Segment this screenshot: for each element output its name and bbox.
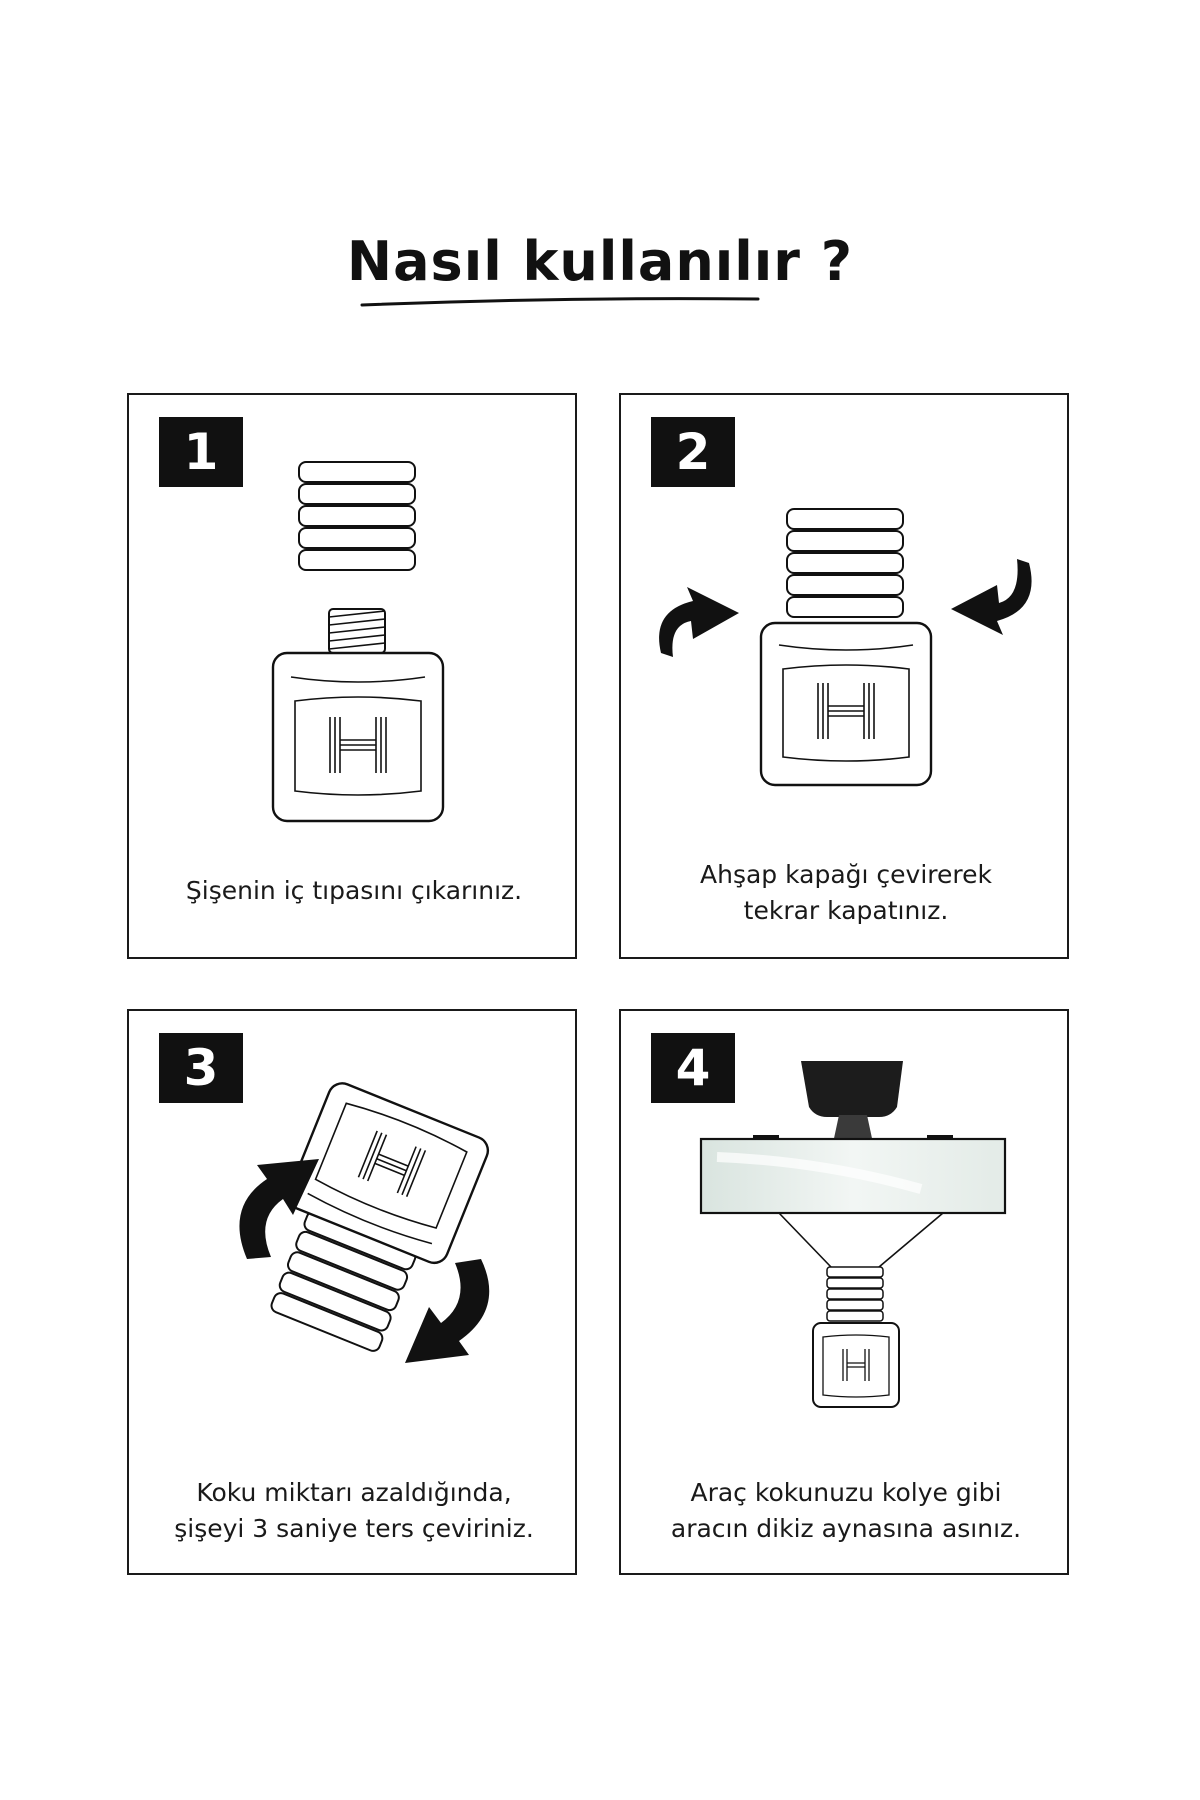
wooden-cap-icon bbox=[270, 1210, 417, 1352]
step-4-caption: Araç kokunuzu kolye gibi aracın dikiz ay… bbox=[621, 1475, 1071, 1547]
curved-arrow-icon bbox=[405, 1259, 490, 1363]
rearview-mirror-icon bbox=[699, 1061, 1007, 1215]
perfume-bottle-icon bbox=[270, 1082, 490, 1352]
curved-arrow-icon bbox=[239, 1159, 319, 1259]
step-panel-4: 4 bbox=[619, 1009, 1069, 1575]
step-1-illustration bbox=[271, 461, 445, 823]
caption-line: Şişenin iç tıpasını çıkarınız. bbox=[185, 876, 523, 905]
title-underline bbox=[360, 297, 760, 307]
step-2-caption: Ahşap kapağı çevirerek tekrar kapatınız. bbox=[621, 857, 1071, 929]
step-3-caption: Koku miktarı azaldığında, şişeyi 3 saniy… bbox=[129, 1475, 579, 1547]
step-panel-3: 3 bbox=[127, 1009, 577, 1575]
step-panel-2: 2 bbox=[619, 393, 1069, 959]
caption-line: Araç kokunuzu kolye gibi bbox=[690, 1478, 1002, 1507]
page-title: Nasıl kullanılır ? bbox=[346, 230, 854, 293]
caption-line: Ahşap kapağı çevirerek bbox=[700, 860, 992, 889]
step-number-badge: 2 bbox=[651, 417, 735, 487]
perfume-bottle-icon bbox=[759, 621, 933, 787]
caption-line: aracın dikiz aynasına asınız. bbox=[670, 1514, 1022, 1543]
caption-line: Koku miktarı azaldığında, bbox=[196, 1478, 512, 1507]
step-number-badge: 4 bbox=[651, 1033, 735, 1103]
perfume-bottle-icon bbox=[271, 651, 445, 823]
wooden-cap-icon bbox=[826, 1266, 884, 1322]
step-number-badge: 1 bbox=[159, 417, 243, 487]
caption-line: tekrar kapatınız. bbox=[743, 896, 949, 925]
bottle-thread-icon bbox=[328, 608, 386, 654]
step-panel-1: 1 bbox=[127, 393, 577, 959]
step-3-illustration bbox=[239, 1082, 490, 1363]
step-4-illustration bbox=[699, 1061, 1007, 1408]
curved-arrow-icon bbox=[951, 559, 1032, 635]
hanging-string bbox=[778, 1212, 944, 1268]
step-number-badge: 3 bbox=[159, 1033, 243, 1103]
caption-line: şişeyi 3 saniye ters çeviriniz. bbox=[174, 1514, 534, 1543]
curved-arrow-icon bbox=[659, 587, 739, 657]
perfume-bottle-icon bbox=[812, 1322, 900, 1408]
step-2-illustration bbox=[659, 508, 1032, 787]
step-1-caption: Şişenin iç tıpasını çıkarınız. bbox=[129, 873, 579, 909]
wooden-cap-icon bbox=[298, 461, 416, 571]
wooden-cap-icon bbox=[786, 508, 904, 618]
